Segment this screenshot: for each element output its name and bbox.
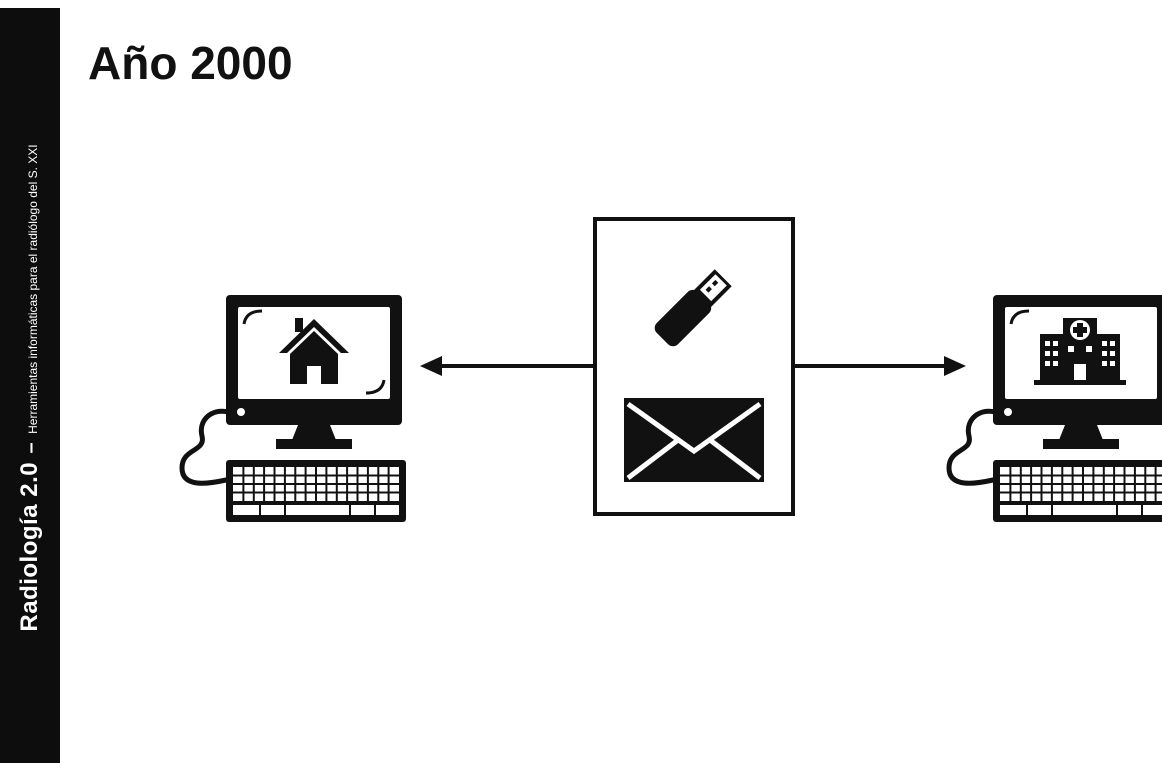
arrow-to-home bbox=[420, 356, 595, 376]
hospital-icon bbox=[1034, 318, 1126, 385]
page-title: Año 2000 bbox=[88, 37, 293, 89]
house-icon bbox=[279, 318, 349, 384]
keyboard-cable bbox=[946, 408, 998, 486]
envelope-icon bbox=[624, 398, 764, 482]
arrow-to-hospital bbox=[793, 356, 966, 376]
usb-drive-icon bbox=[654, 269, 732, 347]
hospital-computer bbox=[946, 295, 1162, 522]
home-computer bbox=[179, 295, 406, 522]
keyboard bbox=[993, 460, 1162, 522]
keyboard-cable bbox=[179, 408, 231, 486]
keyboard bbox=[226, 460, 406, 522]
transfer-box bbox=[593, 217, 795, 516]
monitor bbox=[226, 295, 402, 449]
sidebar-band: Radiología 2.0 – Herramientas informátic… bbox=[0, 8, 60, 763]
